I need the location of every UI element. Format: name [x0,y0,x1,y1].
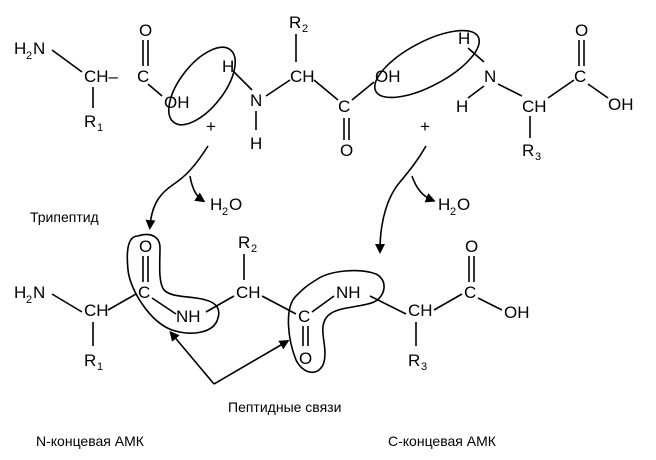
r-sub-1: 1 [97,122,103,134]
water-removal-circle-2 [373,29,481,99]
bond [261,295,297,315]
bond [467,47,485,63]
peptide-bond-loop-1 [126,233,220,334]
r-sub-2: 2 [302,23,308,35]
amine-h-top: H [458,29,470,48]
carbonyl-o: O [465,237,478,256]
bond [311,295,335,313]
bond [233,71,253,91]
hydroxyl: OH [504,303,530,322]
amine-n: N [33,283,45,302]
peptide-o-1: O [139,237,152,256]
peptide-bonds-label: Пептидные связи [228,399,341,415]
bond [369,295,407,315]
r-group-3: R [408,351,420,370]
bond [313,79,339,101]
amine-n: N [33,39,45,58]
amine-h-bottom: H [456,97,468,116]
peptide-bond-loop-2 [287,269,385,374]
amine-h-bottom: H [250,134,262,153]
carbonyl-o-1: O [139,21,152,40]
amine-n-3: N [484,67,496,86]
alpha-carbon-3: CH [408,301,433,320]
alpha-carbon-2: CH [236,283,261,302]
r-group-3: R [522,141,534,160]
carbonyl-o-3: O [575,21,588,40]
arrow-icon [411,175,436,203]
alpha-carbon-2: CH [290,67,315,86]
carboxyl-carbon-2: C [338,97,350,116]
water-h: H [210,195,222,214]
water-h: H [438,195,450,214]
arrow-icon [189,175,206,203]
r-sub-3: 3 [535,151,541,163]
bond [107,293,137,311]
amine-h-top: H [222,57,234,76]
bond [265,79,291,97]
bond [205,295,235,313]
peptide-o-2: O [299,349,312,368]
carboxyl-carbon-3: C [574,67,586,86]
bond [433,293,463,311]
amino-acid-2: H N H CH R 2 C O OH [222,13,401,160]
amino-acid-1: H 2 N CH– R 1 C O OH [14,21,190,134]
bond [477,297,503,311]
r-group-2: R [238,233,250,252]
bond [467,85,485,99]
amino-acid-3: H N H CH R 3 C O OH [456,21,634,163]
hydroxyl-1: OH [164,93,190,112]
reaction-arrow-right: H 2 O [375,145,470,254]
r-sub-3: 3 [421,361,427,373]
alpha-carbon-1: CH [84,301,109,320]
reaction-arrow-left: H 2 O [145,145,242,230]
bond [151,297,177,315]
bond [497,83,523,97]
bond [351,81,375,101]
carbonyl-o-2: O [340,141,353,160]
hydroxyl-3: OH [608,95,634,114]
bond [147,83,163,97]
carboxyl-carbon-1: C [137,67,149,86]
pointer-arrow-icon [213,339,290,385]
water-removal-circle-1 [167,46,237,126]
water-sub-2: 2 [450,206,456,218]
bond [547,79,575,99]
r-group-2: R [289,13,301,32]
r-sub-1: 1 [97,361,103,373]
tripeptide: H 2 N CH R 1 C O NH CH R 2 C O NH CH R 3… [14,233,530,373]
c-terminal-label: С-концевая АМК [388,433,497,449]
amine-n-2: N [250,91,262,110]
peptide-carbon-2: C [298,307,310,326]
n-terminal-label: N-концевая АМК [36,433,145,449]
pointer-arrow-icon [169,330,215,385]
amine-h: H [14,39,26,58]
r-sub-2: 2 [251,243,257,255]
plus-sign: + [206,117,216,136]
peptide-nh-2: NH [336,283,361,302]
water-o: O [229,195,242,214]
arrow-icon [375,145,427,254]
tripeptide-label: Трипептид [30,209,99,225]
water-o: O [457,195,470,214]
plus-sign: + [420,117,430,136]
amine-sub-2: 2 [26,294,32,306]
r-group-1: R [84,112,96,131]
carboxyl-carbon: C [464,283,476,302]
bond [587,83,609,99]
peptide-carbon-1: C [138,283,150,302]
bond [51,49,83,73]
amine-sub-2: 2 [26,50,32,62]
alpha-carbon-1: CH– [84,67,119,86]
r-group-1: R [84,351,96,370]
water-sub-2: 2 [222,206,228,218]
bond [51,293,83,313]
arrow-icon [145,145,209,230]
alpha-carbon-3: CH [522,97,547,116]
peptide-nh-1: NH [176,307,201,326]
amine-h: H [14,283,26,302]
